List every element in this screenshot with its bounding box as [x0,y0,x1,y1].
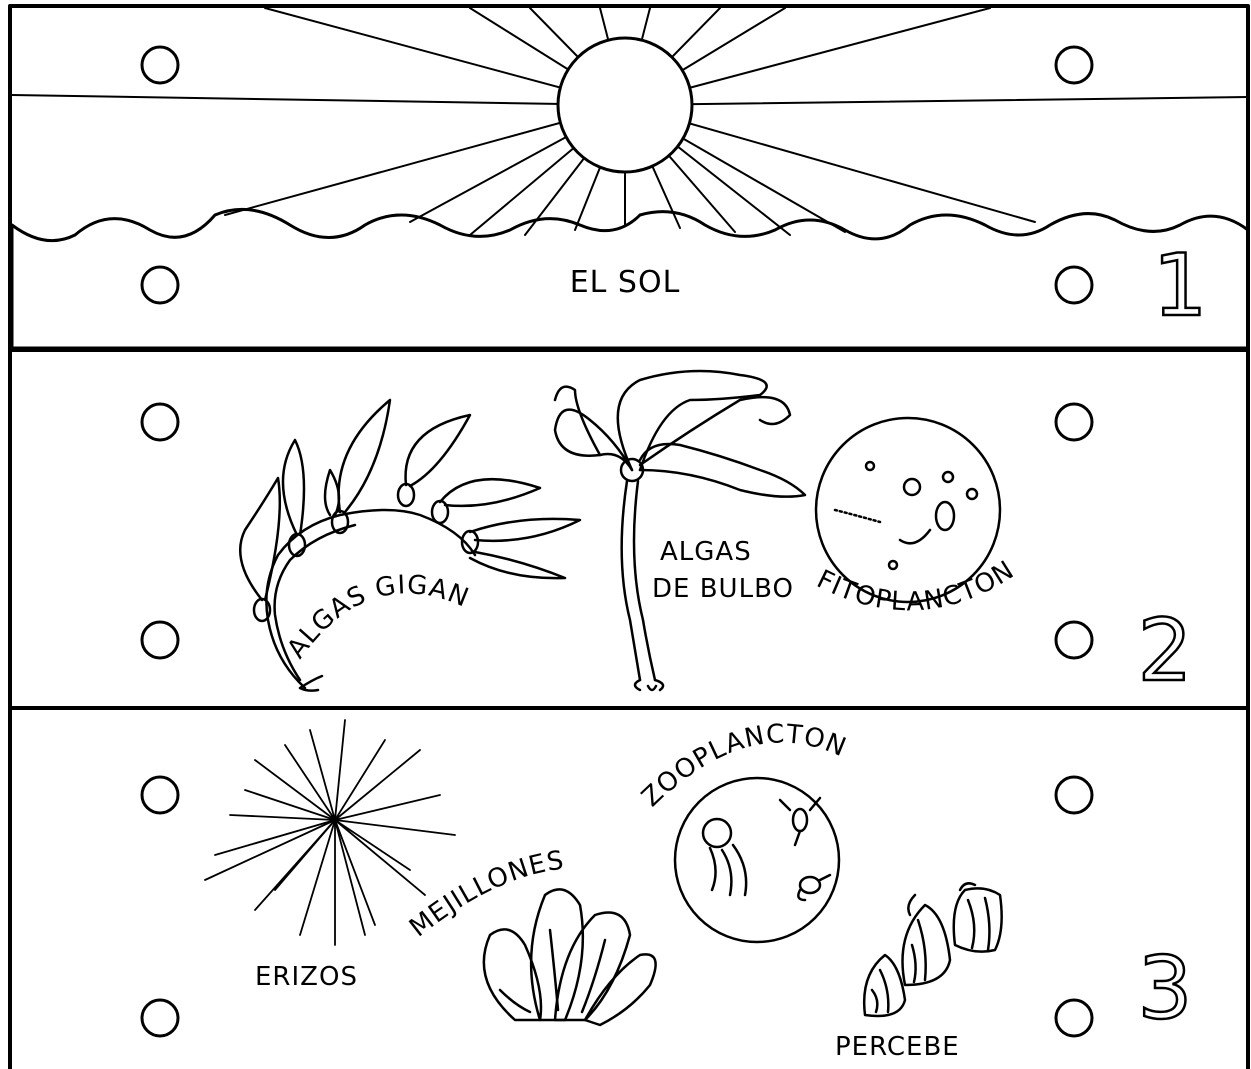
barnacles-label: PERCEBE [835,1032,960,1062]
panel-number-2: 2 [1138,601,1193,701]
zooplankton-icon [675,778,839,942]
urchins-label: ERIZOS [255,962,358,992]
bull-kelp-label-line1: ALGAS [660,537,752,567]
panel-3-consumers: ERIZOS MEJILLONES ZOOPLANCTON [205,719,1192,1062]
sun-icon [558,38,692,172]
mussels-icon [484,889,656,1025]
bull-kelp-icon [555,371,805,690]
sun-label: EL SOL [570,265,681,300]
panel-number-3: 3 [1138,939,1193,1039]
mussels-label: MEJILLONES [404,846,566,944]
binder-holes [142,47,1092,1036]
panel-number-1: 1 [1153,236,1208,336]
barnacles-icon [864,883,1002,1016]
phytoplankton-label: FITOPLANCTON [812,555,1020,617]
bull-kelp-label-line2: DE BULBO [652,574,794,604]
